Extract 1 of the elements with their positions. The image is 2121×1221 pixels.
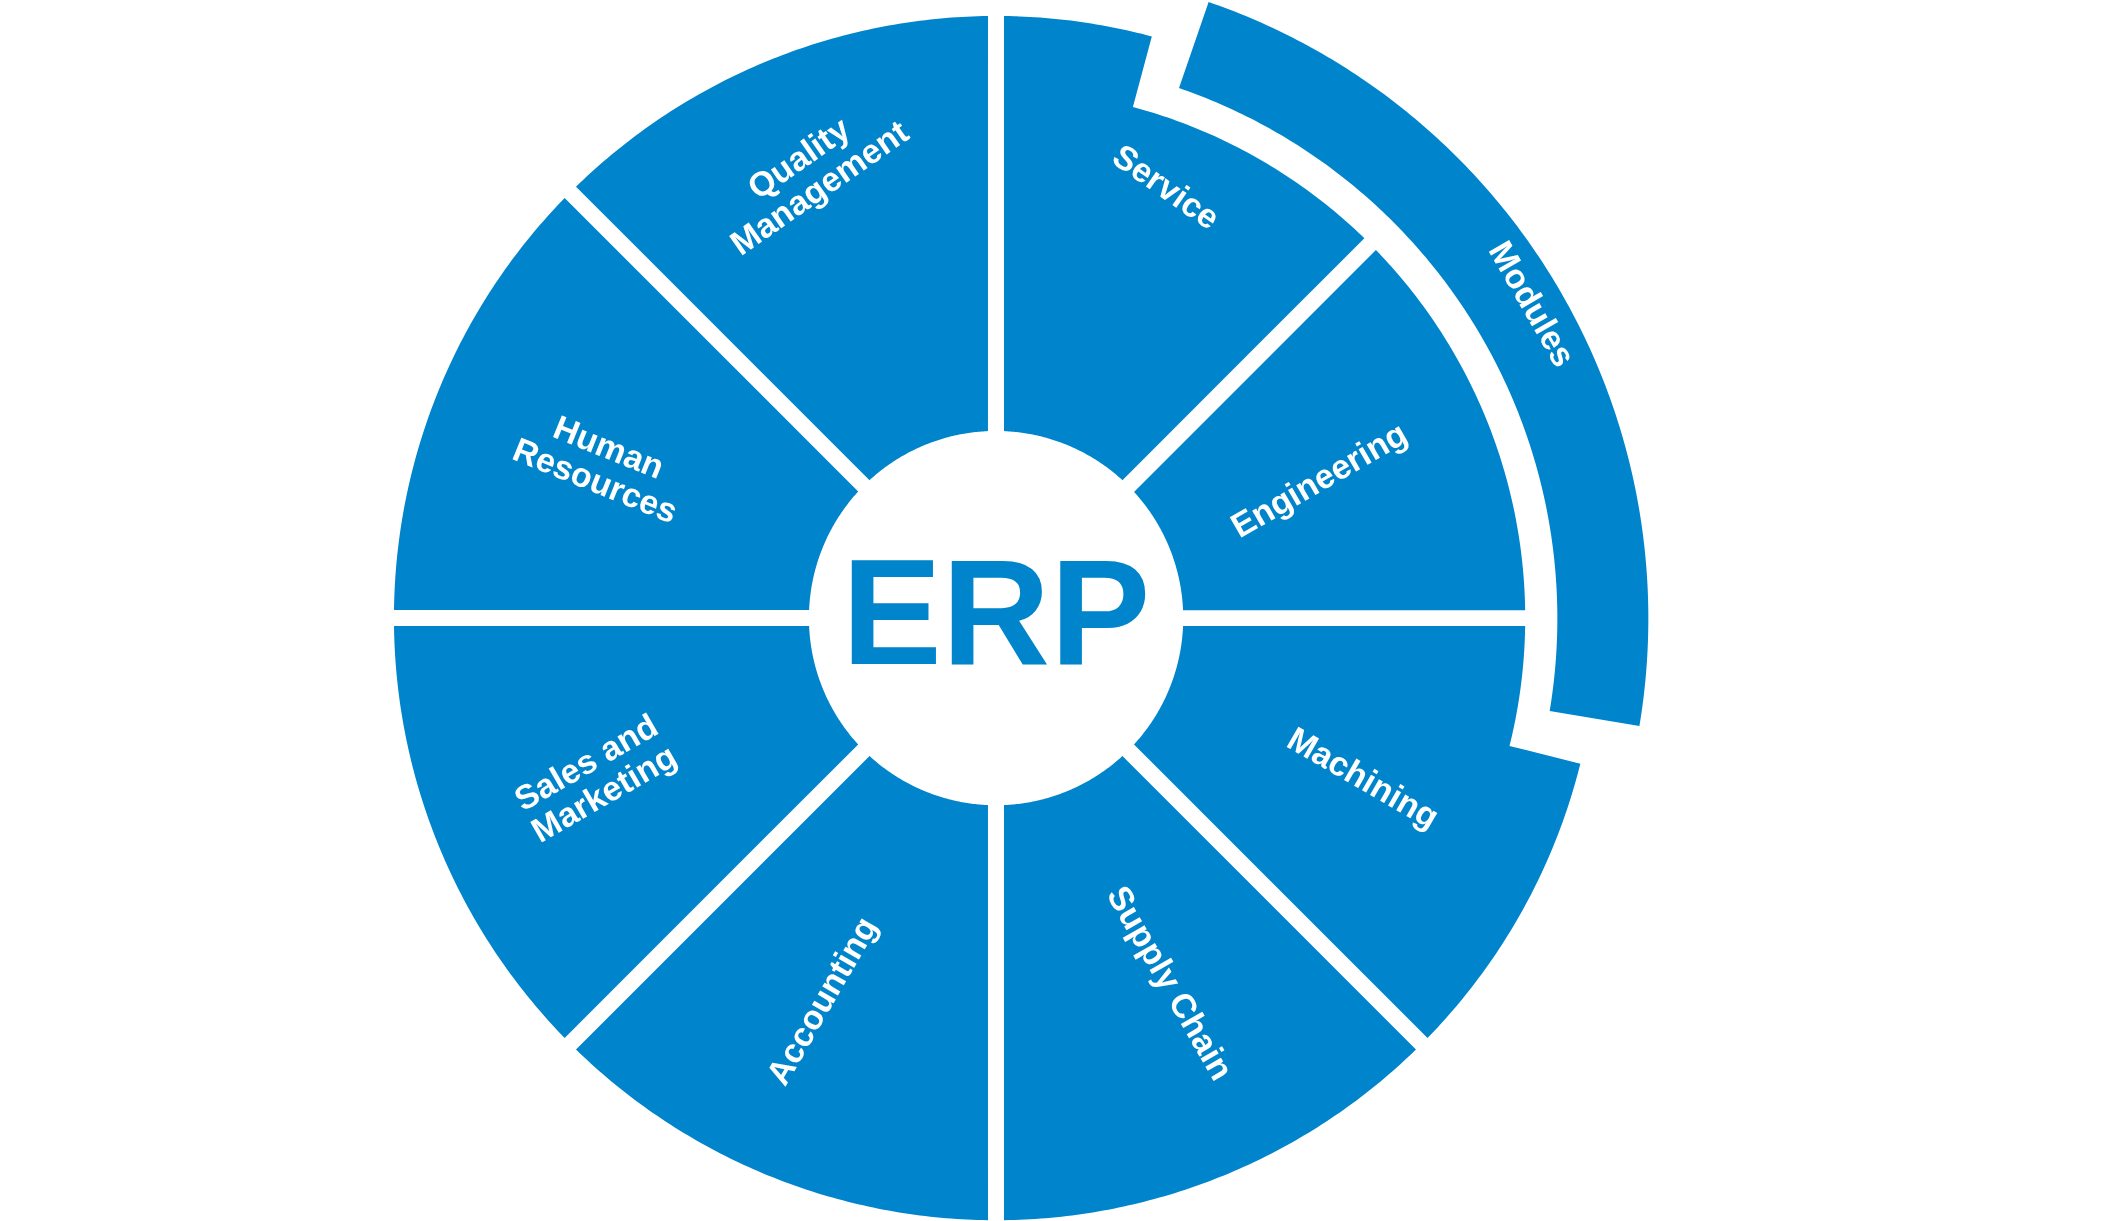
center-title: ERP (841, 537, 1151, 687)
